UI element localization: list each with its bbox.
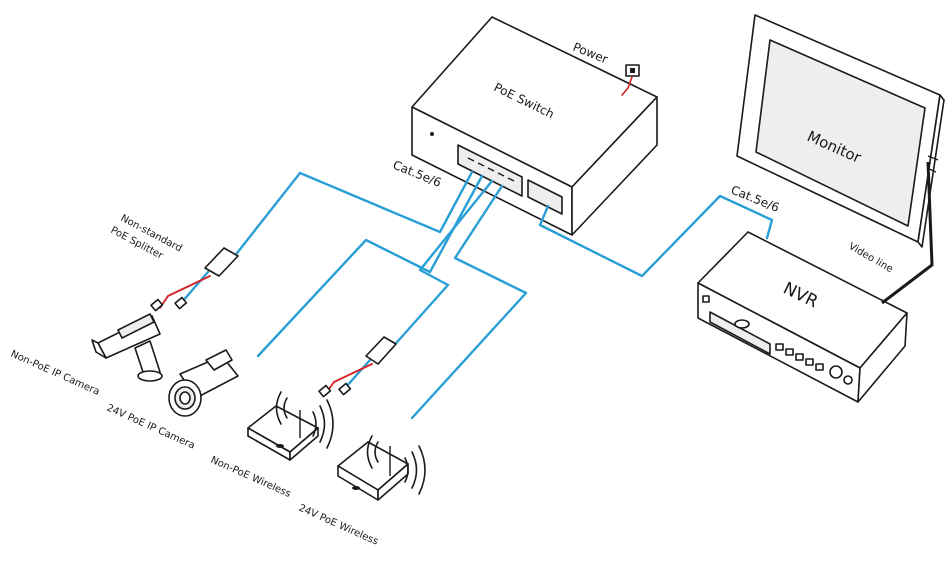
- video-line-label: Video line: [847, 241, 895, 275]
- non-poe-ip-camera-label: Non-PoE IP Camera: [9, 349, 101, 398]
- poe-wireless-label: 24V PoE Wireless: [297, 503, 380, 548]
- nvr-buttons: [775, 343, 824, 371]
- cable-switch-poe-wireless: [410, 184, 528, 420]
- monitor: Monitor: [736, 14, 945, 248]
- splitter-data-out: [180, 270, 210, 304]
- non-poe-wireless-label: Non-PoE Wireless: [209, 455, 293, 500]
- non-poe-wireless-ap: [247, 391, 334, 461]
- poe-ip-camera-24v: [168, 349, 239, 417]
- poe-splitter-1: [150, 247, 239, 312]
- power-wire: [621, 76, 633, 96]
- splitter2-data-out: [343, 358, 372, 390]
- nvr: NVR: [697, 231, 908, 403]
- non-poe-ip-camera: [91, 313, 163, 382]
- cable-switch-splitter: [228, 170, 474, 264]
- wireless-wave-icon: [283, 397, 288, 419]
- cat-label-right: Cat.5e/6: [729, 183, 781, 215]
- cable-switch-nvr: [538, 194, 774, 278]
- power-socket: [625, 64, 640, 77]
- poe-switch: PoE Switch Power: [411, 16, 658, 236]
- poe-wireless-24v-ap: [337, 435, 426, 501]
- poe-splitter-2: [318, 336, 397, 398]
- cables: [159, 161, 934, 420]
- cable-switch-splitter2: [388, 179, 494, 352]
- switch-ports: [467, 157, 515, 182]
- video-line-cable: [881, 161, 934, 305]
